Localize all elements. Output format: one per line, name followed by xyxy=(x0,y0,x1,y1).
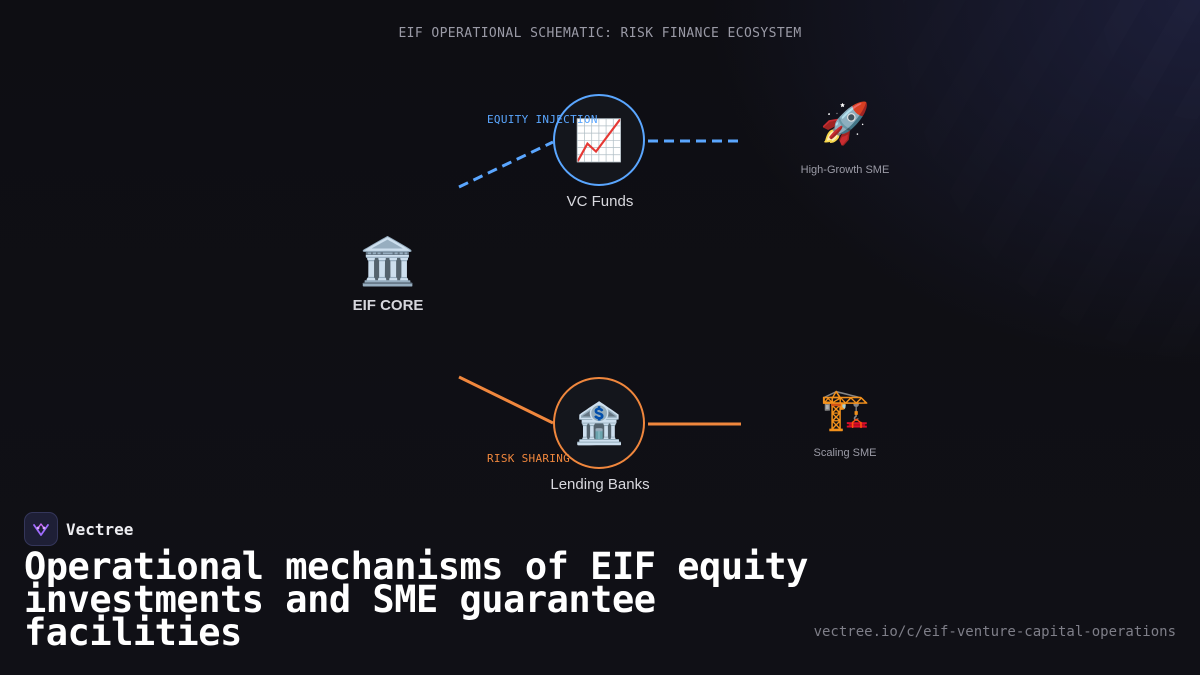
equity-link-core-to-vc xyxy=(458,140,554,189)
lending-banks-node: 🏦 xyxy=(553,377,645,469)
rocket-icon: 🚀 xyxy=(820,102,870,146)
scaling-sme-label: Scaling SME xyxy=(813,447,877,459)
chart-increasing-icon: 📈 xyxy=(574,118,624,163)
vc-funds-node: 📈 xyxy=(553,94,645,186)
brand-name: Vectree xyxy=(66,519,134,539)
vc-funds-label: VC Funds xyxy=(566,193,634,210)
high-growth-sme-label: High-Growth SME xyxy=(800,164,890,176)
background-rays xyxy=(640,0,1200,675)
risk-link-core-to-banks xyxy=(458,375,554,425)
schematic-title: EIF OPERATIONAL SCHEMATIC: RISK FINANCE … xyxy=(398,26,802,41)
bank-building-icon: 🏛️ xyxy=(359,235,417,287)
brand: Vectree xyxy=(24,512,133,546)
eif-core-label: EIF CORE xyxy=(352,297,424,314)
page-url[interactable]: vectree.io/c/eif-venture-capital-operati… xyxy=(813,624,1176,640)
risk-sharing-label: RISK SHARING xyxy=(487,452,571,465)
construction-crane-icon: 🏗️ xyxy=(820,388,870,432)
headline: Operational mechanisms of EIF equity inv… xyxy=(24,545,808,654)
bank-icon: 🏦 xyxy=(574,401,624,446)
equity-injection-label: EQUITY INJECTION xyxy=(487,113,598,126)
lending-banks-label: Lending Banks xyxy=(550,476,650,493)
vectree-logo-icon xyxy=(24,512,58,546)
